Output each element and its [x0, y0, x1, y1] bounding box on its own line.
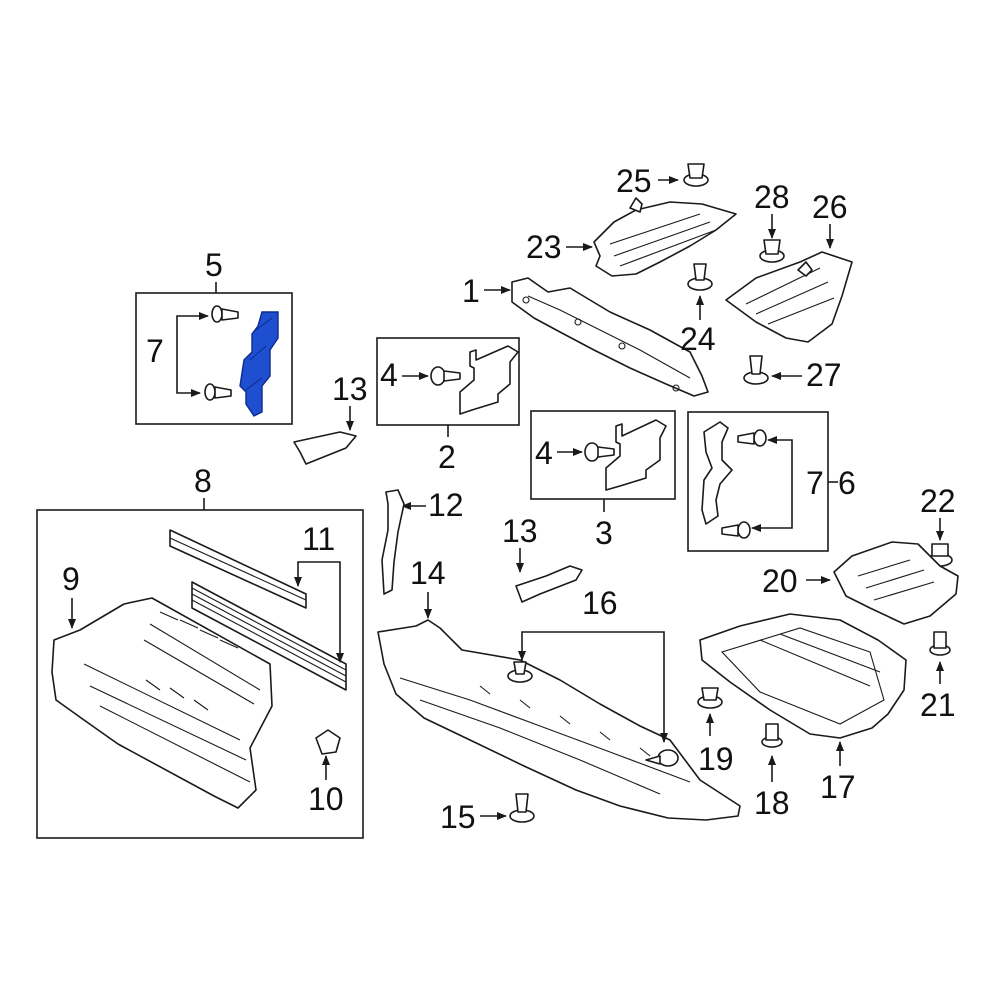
callout-8[interactable]: 8 [194, 463, 212, 499]
screw-icon [721, 521, 751, 539]
callout-3[interactable]: 3 [595, 515, 613, 551]
callout-11[interactable]: 11 [302, 521, 335, 557]
callout-10[interactable]: 10 [308, 781, 344, 817]
callout-2[interactable]: 2 [438, 439, 456, 475]
callout-4-lower[interactable]: 4 [535, 435, 553, 471]
air-shutter-assembly-part-9 [51, 597, 273, 809]
callout-22[interactable]: 22 [920, 483, 956, 519]
callout-23[interactable]: 23 [526, 229, 562, 265]
deflector-bracket-part-3 [605, 419, 667, 491]
bracket-part-12 [381, 489, 405, 595]
callout-4-upper[interactable]: 4 [380, 357, 398, 393]
clip-icon [315, 729, 341, 755]
splash-shield-part-23 [593, 201, 737, 277]
push-pin-icon [507, 661, 533, 683]
clip-icon [697, 687, 723, 709]
callout-25[interactable]: 25 [616, 163, 652, 199]
bolt-icon [929, 631, 951, 656]
callout-17[interactable]: 17 [820, 769, 856, 805]
group-box-8 [36, 509, 364, 839]
callout-14[interactable]: 14 [410, 555, 446, 591]
screw-icon [204, 383, 232, 401]
callout-12[interactable]: 12 [428, 487, 464, 523]
splash-shield-part-26 [725, 251, 853, 343]
bolt-icon [761, 723, 783, 748]
bracket-part-13-upper [293, 431, 357, 465]
callout-27[interactable]: 27 [806, 357, 842, 393]
callout-1[interactable]: 1 [462, 273, 480, 309]
screw-icon [584, 442, 615, 462]
callout-7-left[interactable]: 7 [146, 333, 164, 369]
callout-26[interactable]: 26 [812, 189, 848, 225]
callout-15[interactable]: 15 [440, 799, 476, 835]
callout-28[interactable]: 28 [754, 179, 790, 215]
callout-13-upper[interactable]: 13 [332, 371, 368, 407]
callout-24[interactable]: 24 [680, 321, 716, 357]
group-box-3 [530, 410, 676, 500]
callout-19[interactable]: 19 [698, 741, 734, 777]
callout-13-lower[interactable]: 13 [502, 513, 538, 549]
splash-shield-part-17 [699, 613, 907, 739]
deflector-bracket-part-2 [459, 345, 519, 415]
screw-icon [211, 305, 239, 323]
deflector-bracket-part-6 [701, 421, 733, 525]
highlighted-bracket-part-5[interactable] [239, 311, 279, 417]
clip-icon [759, 239, 785, 263]
push-pin-icon [687, 263, 713, 291]
push-pin-icon [743, 355, 769, 385]
screw-icon [430, 366, 461, 386]
shield-part-20 [833, 541, 959, 625]
screw-icon [737, 429, 767, 447]
upper-shield-part-1 [511, 277, 709, 397]
group-box-5 [135, 292, 293, 425]
callout-5[interactable]: 5 [205, 247, 223, 283]
push-pin-icon [509, 793, 535, 823]
callout-6[interactable]: 6 [838, 465, 856, 501]
lower-deflector-part-14 [377, 619, 741, 821]
callout-9[interactable]: 9 [62, 561, 80, 597]
push-pin-icon [645, 749, 679, 767]
clip-icon [683, 163, 709, 187]
callout-16[interactable]: 16 [582, 585, 618, 621]
bracket-part-13-lower [515, 565, 583, 603]
callout-18[interactable]: 18 [754, 785, 790, 821]
callout-7-right[interactable]: 7 [806, 465, 824, 501]
callout-21[interactable]: 21 [920, 687, 956, 723]
callout-20[interactable]: 20 [762, 563, 798, 599]
